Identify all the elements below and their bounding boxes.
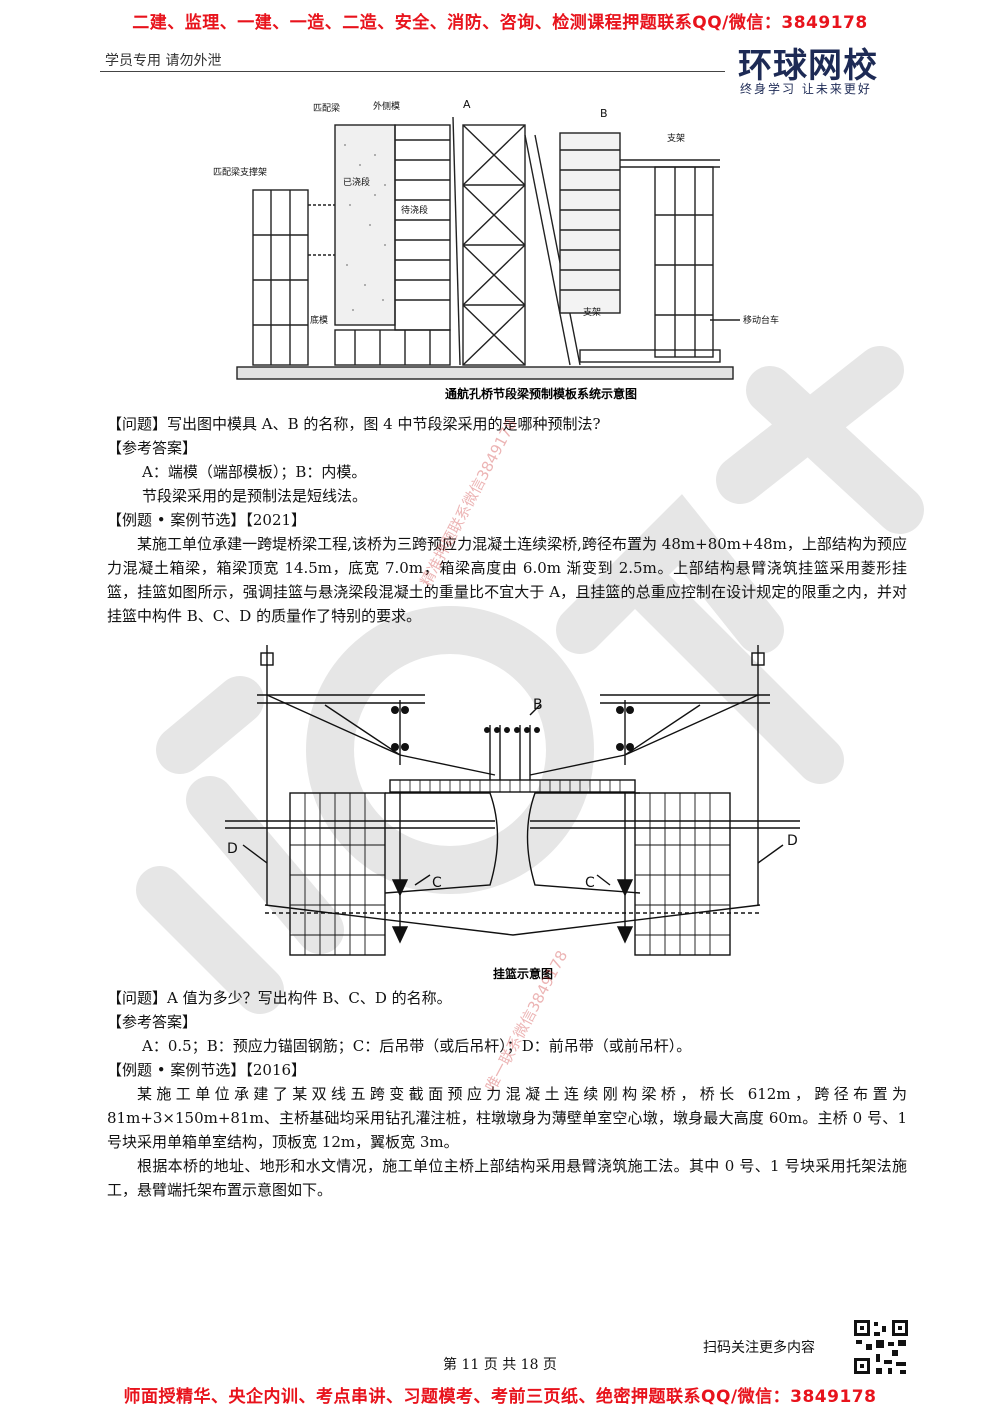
example-2016-body-1: 某施工单位承建了某双线五跨变截面预应力混凝土连续刚构梁桥，桥长 612m，跨径布… (107, 1085, 907, 1151)
q2-question: 【问题】A 值为多少？写出构件 B、C、D 的名称。 (107, 989, 452, 1007)
label-bracket-top: 支架 (667, 132, 685, 144)
page-number: 第 11 页 共 18 页 (443, 1357, 557, 1373)
label-d-left: D (227, 841, 238, 857)
q2-answer-title: 【参考答案】 (107, 1013, 198, 1031)
label-bottom-mold: 底模 (310, 314, 328, 326)
top-promo-banner: 二建、监理、一建、一造、二造、安全、消防、咨询、检测课程押题联系QQ/微信：38… (132, 13, 868, 33)
qr-caption: 扫码关注更多内容 (703, 1340, 815, 1356)
label-bracket-mid: 支架 (583, 306, 601, 318)
example-2021-title: 【例题 • 案例节选】【2021】 (107, 511, 307, 529)
q1-answer-title: 【参考答案】 (107, 439, 198, 457)
q2-answer-1: A：0.5；B：预应力锚固钢筋；C：后吊带（或后吊杆）；D：前吊带（或前吊杆）。 (142, 1037, 692, 1055)
label-outer-mold: 外侧模 (373, 100, 400, 112)
brand-slogan: 终身学习 让未来更好 (740, 82, 872, 96)
precast-formwork-figure: 匹配梁 外侧模 A B 支架 匹配梁支撑架 已浇段 待浇段 底模 支架 移动台车… (213, 98, 779, 401)
q1-answer-1: A：端模（端部模板）；B：内模。 (142, 463, 367, 481)
q1-question: 【问题】写出图中模具 A、B 的名称，图 4 中节段梁采用的是哪种预制法? (107, 415, 601, 433)
label-b: B (600, 107, 608, 120)
label-match-beam: 匹配梁 (313, 102, 340, 114)
bottom-promo-banner: 师面授精华、央企内训、考点串讲、习题模考、考前三页纸、绝密押题联系QQ/微信：3… (123, 1387, 877, 1407)
q1-answer-2: 节段梁采用的是预制法是短线法。 (142, 487, 368, 505)
hanging-basket-figure: B C C D D 挂篮示意图 (225, 645, 800, 981)
label-a: A (463, 98, 471, 111)
header-divider (100, 71, 725, 72)
label-c-right: C (585, 875, 595, 891)
label-b-anchor: B (533, 697, 543, 713)
example-2016-title: 【例题 • 案例节选】【2016】 (107, 1061, 307, 1079)
figure2-caption: 挂篮示意图 (493, 966, 553, 981)
label-match-support: 匹配梁支撑架 (213, 166, 267, 178)
label-poured: 已浇段 (343, 176, 370, 188)
label-trolley: 移动台车 (743, 314, 779, 326)
label-d-right: D (787, 833, 798, 849)
label-c-left: C (432, 875, 442, 891)
qr-code-icon[interactable] (852, 1318, 910, 1376)
label-to-pour: 待浇段 (401, 204, 428, 216)
header-note: 学员专用 请勿外泄 (105, 53, 222, 69)
example-2016-body-2: 根据本桥的地址、地形和水文情况，施工单位主桥上部结构采用悬臂浇筑施工法。其中 0… (107, 1157, 907, 1199)
brand-logo: 环球网校 (738, 46, 878, 86)
figure1-caption: 通航孔桥节段梁预制模板系统示意图 (445, 386, 637, 401)
example-2021-body: 某施工单位承建一跨堤桥梁工程,该桥为三跨预应力混凝土连续梁桥,跨径布置为 48m… (107, 535, 907, 625)
